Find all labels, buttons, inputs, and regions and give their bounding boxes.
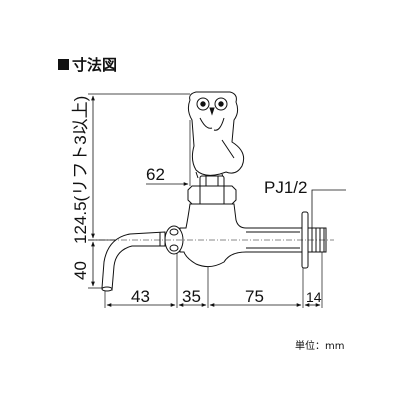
owl-handle xyxy=(187,91,245,182)
label-thread-len: 14 xyxy=(306,289,322,305)
label-body-len: 35 xyxy=(182,287,201,306)
dimension-lines xyxy=(91,95,346,307)
label-height-total: 124.5(リフト3以上) xyxy=(71,96,90,244)
label-pipe-len: 75 xyxy=(245,287,264,306)
label-spout-len: 43 xyxy=(131,287,150,306)
unit-note: 単位：mm xyxy=(295,341,345,352)
label-height-spout: 40 xyxy=(71,261,90,280)
spout xyxy=(101,231,166,292)
valve-stem xyxy=(187,175,237,205)
valve-body xyxy=(164,203,303,268)
thread-leader xyxy=(311,189,346,230)
label-thread: PJ1/2 xyxy=(264,178,307,197)
title-square-icon xyxy=(58,59,69,70)
title-text: 寸法図 xyxy=(72,56,118,74)
label-owl-offset: 62 xyxy=(146,165,165,184)
figure-title: 寸法図 xyxy=(58,54,117,75)
